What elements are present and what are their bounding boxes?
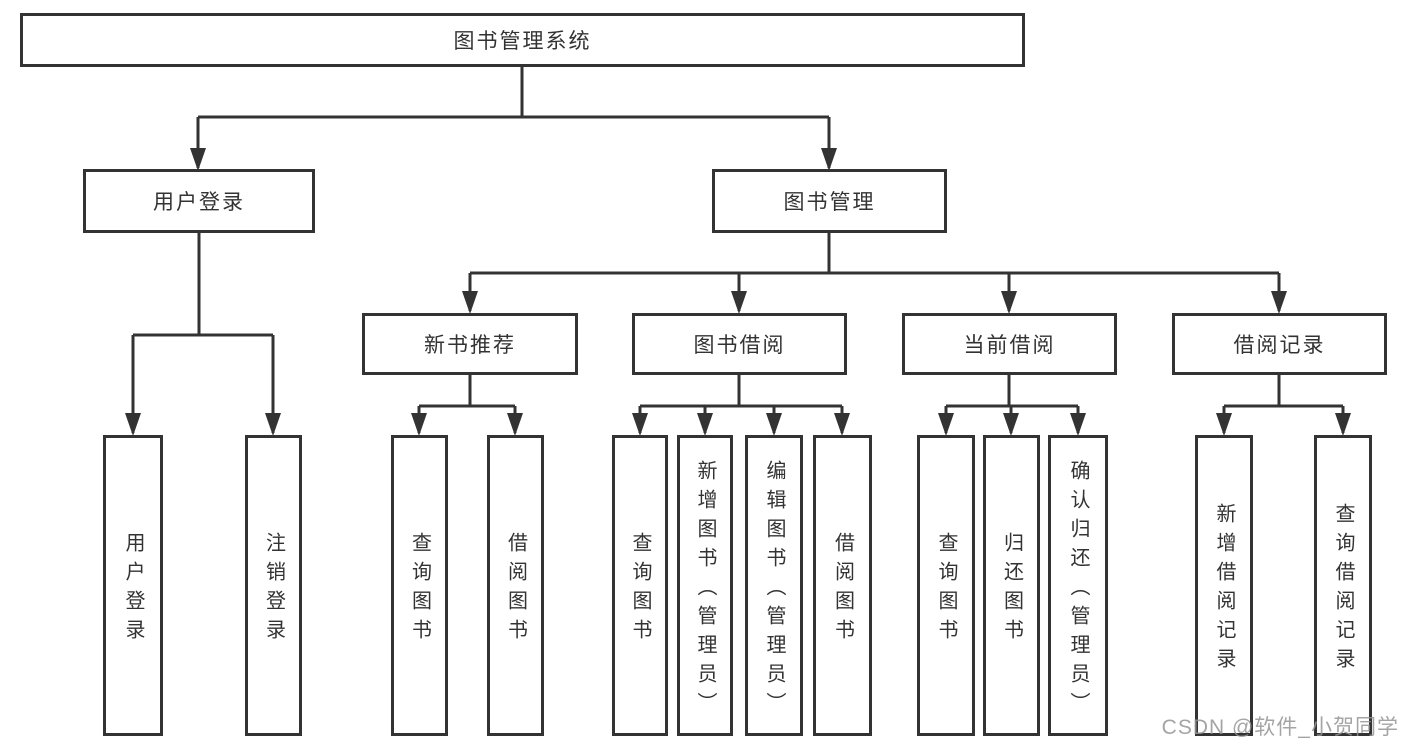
arrowhead-icon	[938, 413, 954, 436]
node-new-book-recommendation: 新书推荐	[362, 313, 578, 375]
arrowhead-icon	[834, 413, 850, 436]
leaf-query-books-recommend: 查询图书	[391, 435, 448, 736]
leaf-label: 用户登录	[122, 532, 144, 648]
arrowhead-icon	[462, 291, 478, 314]
leaf-query-books-borrowing: 查询图书	[612, 435, 668, 736]
node-current-borrowing: 当前借阅	[902, 313, 1117, 375]
leaf-confirm-return-admin: 确认归还（管理员）	[1048, 435, 1108, 736]
arrowhead-icon	[125, 413, 141, 436]
node-root-system: 图书管理系统	[20, 13, 1025, 67]
leaf-query-borrow-record: 查询借阅记录	[1314, 435, 1372, 736]
arrowhead-icon	[1070, 413, 1086, 436]
leaf-user-login: 用户登录	[103, 435, 163, 736]
leaf-label: 借阅图书	[504, 532, 527, 648]
arrowhead-icon	[1216, 413, 1232, 436]
leaf-add-borrow-record: 新增借阅记录	[1195, 435, 1253, 736]
arrowhead-icon	[411, 413, 427, 436]
leaf-label: 注销登录	[262, 532, 285, 648]
arrowhead-icon	[265, 413, 281, 436]
leaf-edit-books-admin: 编辑图书（管理员）	[745, 435, 803, 736]
arrowhead-icon	[632, 413, 648, 436]
leaf-label: 查询图书	[629, 532, 651, 648]
leaf-label: 编辑图书（管理员）	[763, 459, 785, 721]
leaf-label: 新增图书（管理员）	[694, 459, 716, 721]
leaf-label: 查询图书	[408, 532, 431, 648]
arrowhead-icon	[1003, 413, 1019, 436]
leaf-add-books-admin: 新增图书（管理员）	[677, 435, 733, 736]
leaf-return-books: 归还图书	[983, 435, 1040, 736]
node-user-login: 用户登录	[83, 169, 315, 233]
leaf-label: 确认归还（管理员）	[1067, 459, 1089, 721]
arrowhead-icon	[766, 413, 782, 436]
csdn-watermark: CSDN @软件_小贺同学	[1161, 716, 1399, 739]
leaf-label: 查询图书	[935, 532, 957, 648]
node-borrowing-records: 借阅记录	[1172, 313, 1387, 375]
node-book-management: 图书管理	[712, 169, 947, 233]
node-book-borrowing: 图书借阅	[632, 313, 847, 375]
leaf-logout: 注销登录	[245, 435, 302, 736]
leaf-borrow-books: 借阅图书	[813, 435, 872, 736]
leaf-label: 借阅图书	[831, 532, 854, 648]
leaf-label: 归还图书	[1000, 532, 1023, 648]
arrowhead-icon	[1271, 291, 1287, 314]
leaf-borrow-books-recommend: 借阅图书	[487, 435, 544, 736]
arrowhead-icon	[1335, 413, 1351, 436]
leaf-query-books-current: 查询图书	[917, 435, 975, 736]
arrowhead-icon	[190, 148, 206, 171]
leaf-label: 查询借阅记录	[1332, 503, 1354, 677]
arrowhead-icon	[697, 413, 713, 436]
arrowhead-icon	[821, 148, 837, 171]
arrowhead-icon	[1001, 291, 1017, 314]
arrowhead-icon	[731, 291, 747, 314]
leaf-label: 新增借阅记录	[1213, 503, 1235, 677]
arrowhead-icon	[507, 413, 523, 436]
